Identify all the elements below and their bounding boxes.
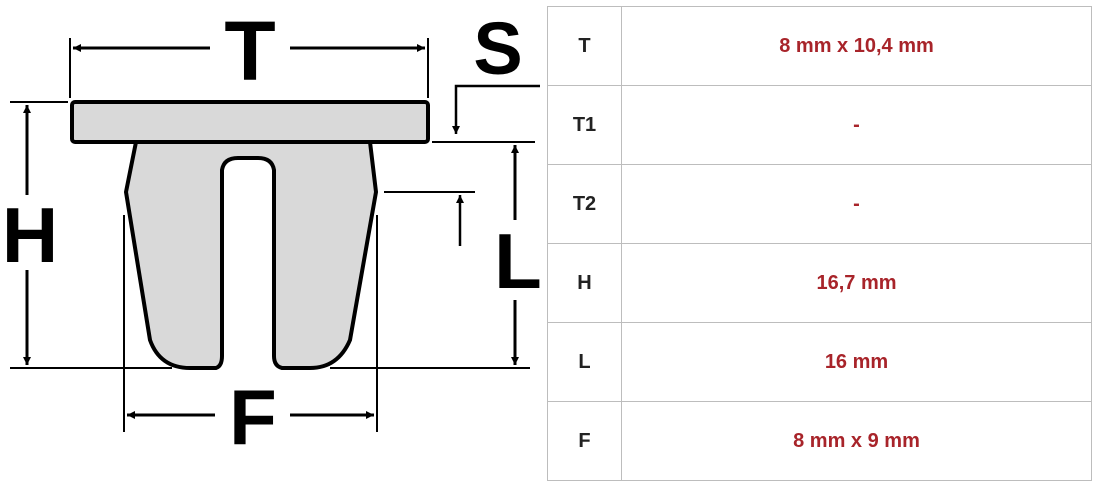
spec-key: T1 — [547, 85, 622, 165]
spec-key: H — [547, 243, 622, 323]
table-row: H 16,7 mm — [547, 243, 1092, 323]
table-row: T 8 mm x 10,4 mm — [547, 6, 1092, 86]
dimension-diagram: T S H L F — [0, 0, 545, 487]
t-label: T — [224, 4, 275, 98]
table-row: L 16 mm — [547, 322, 1092, 402]
spec-key: L — [547, 322, 622, 402]
table-row: T1 - — [547, 85, 1092, 165]
spec-key: T2 — [547, 164, 622, 244]
clip-head — [70, 100, 430, 144]
table-row: T2 - — [547, 164, 1092, 244]
clip-drawing: T S H L F — [2, 4, 542, 461]
s-label: S — [473, 7, 522, 90]
h-label: H — [2, 191, 58, 279]
spec-value: - — [621, 164, 1092, 244]
s-leader — [452, 84, 540, 134]
spec-key: T — [547, 6, 622, 86]
spec-value: 8 mm x 9 mm — [621, 401, 1092, 481]
l-label: L — [494, 217, 542, 305]
table-row: F 8 mm x 9 mm — [547, 401, 1092, 481]
spec-value: 16 mm — [621, 322, 1092, 402]
clip-legs — [124, 140, 378, 370]
f-label: F — [229, 373, 277, 461]
spec-value: - — [621, 85, 1092, 165]
spec-value: 16,7 mm — [621, 243, 1092, 323]
spec-value: 8 mm x 10,4 mm — [621, 6, 1092, 86]
spec-table: T 8 mm x 10,4 mm T1 - T2 - H 16,7 mm L 1… — [547, 6, 1092, 481]
spec-key: F — [547, 401, 622, 481]
